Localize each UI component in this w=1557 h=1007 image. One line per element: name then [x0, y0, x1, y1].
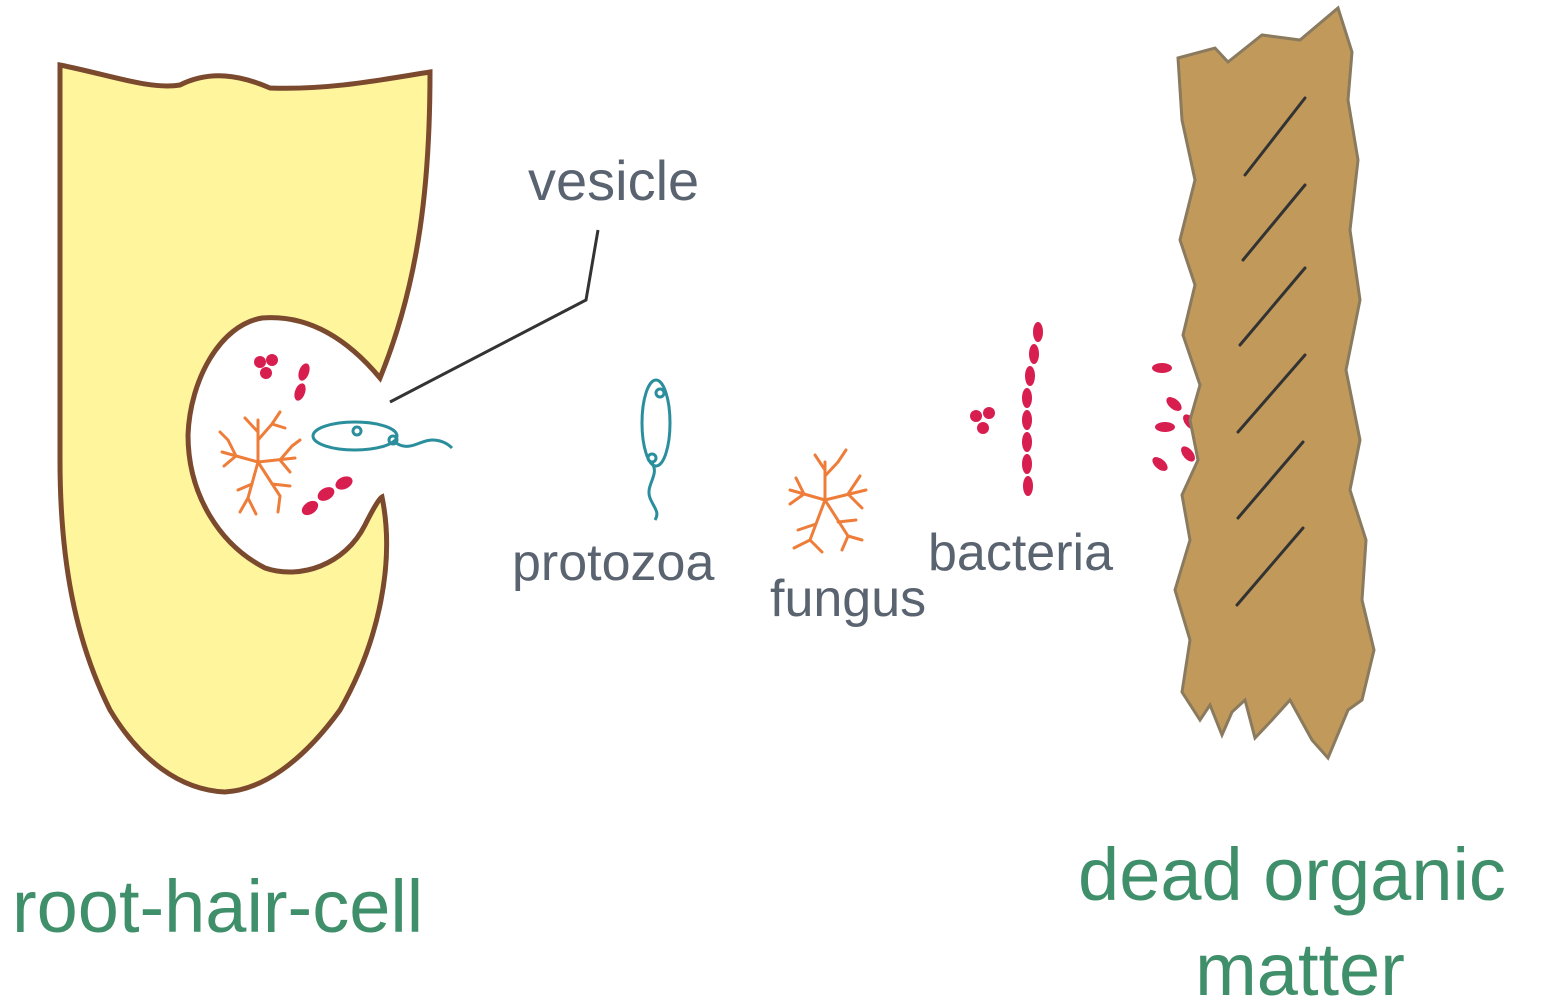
vesicle-label: vesicle: [528, 149, 699, 212]
bacteria-chain: [1022, 322, 1043, 496]
root-hair-cell-body: [60, 65, 430, 792]
root-hair-cell: [60, 65, 430, 792]
free-protozoa: protozoa: [512, 380, 714, 592]
fungus-icon: [790, 450, 866, 552]
vesicle-pointer-line: [390, 230, 598, 402]
fungus-icon: [220, 412, 300, 514]
free-bacteria: bacteria: [928, 322, 1113, 582]
vesicle-annotation: vesicle: [390, 149, 699, 402]
organic-matter-block: [1175, 8, 1374, 758]
bacteria-cluster: [254, 354, 312, 402]
fungus-label: fungus: [770, 570, 926, 628]
protozoa-label: protozoa: [512, 534, 714, 592]
vesicle-contents: [220, 354, 452, 518]
dead-organic-matter-label-line2: matter: [1195, 928, 1405, 1007]
root-hair-cell-label: root-hair-cell: [12, 865, 423, 948]
bacteria-label: bacteria: [928, 524, 1113, 582]
dead-organic-matter: [1175, 8, 1374, 758]
free-fungus: fungus: [770, 450, 926, 628]
dead-organic-matter-label-line1: dead organic: [1078, 833, 1506, 916]
protozoa-icon: [313, 422, 452, 450]
bacteria-cluster: [970, 407, 995, 434]
protozoa-icon: [642, 380, 670, 520]
bacteria-chain: [299, 474, 355, 518]
